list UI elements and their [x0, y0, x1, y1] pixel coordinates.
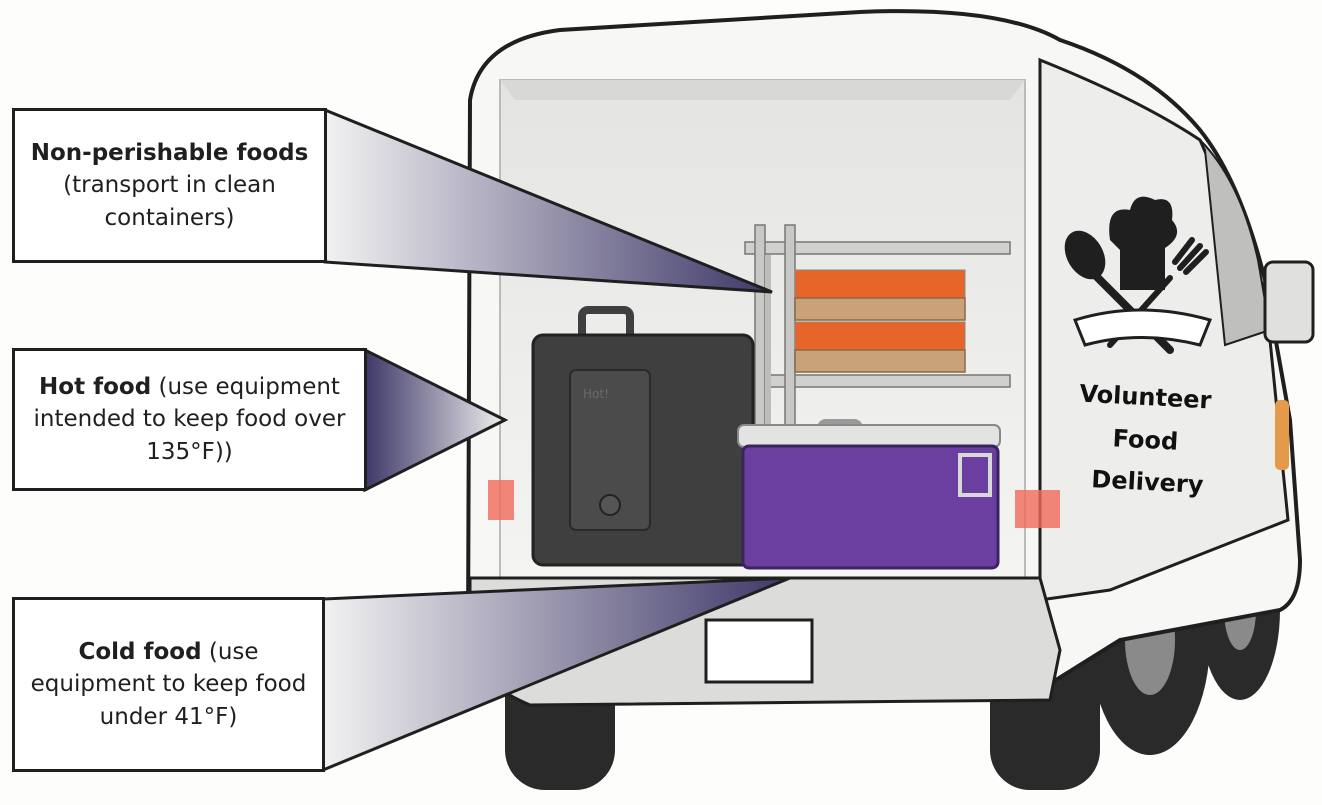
- hot-box-label: Hot!: [583, 387, 609, 401]
- callout-cold-food: Cold food (use equipment to keep food un…: [12, 597, 325, 772]
- side-mirror: [1265, 262, 1313, 342]
- license-plate: [706, 620, 812, 682]
- callout-cold-title: Cold food: [78, 639, 201, 665]
- hot-holding-box: Hot!: [533, 310, 753, 565]
- tail-light-right: [1015, 490, 1060, 528]
- callout-nonperishable-foods: Non-perishable foods (transport in clean…: [12, 108, 327, 263]
- callout-nonperishable-title: Non-perishable foods: [31, 140, 309, 166]
- callout-hot-title: Hot food: [39, 374, 151, 400]
- purple-cooler: [738, 422, 1000, 568]
- tail-light-left: [488, 480, 514, 520]
- van-logo-food: Food: [1112, 424, 1179, 455]
- van-logo-delivery: Delivery: [1091, 465, 1205, 499]
- callout-nonperishable-text: (transport in clean containers): [63, 172, 276, 231]
- callout-hot-food: Hot food (use equipment intended to keep…: [12, 348, 367, 491]
- side-marker-light: [1275, 400, 1289, 470]
- cargo-ceiling: [500, 80, 1025, 100]
